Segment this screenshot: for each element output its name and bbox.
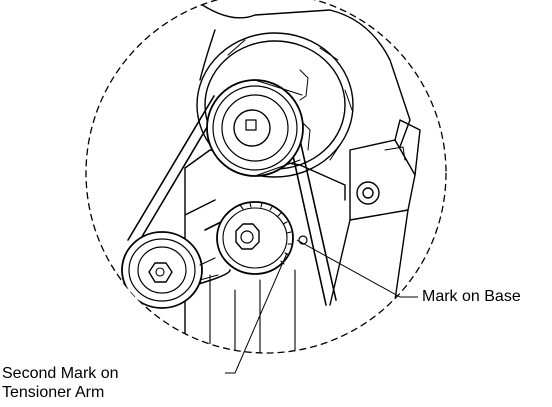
callout-second-mark-tensioner-arm: Second Mark on Tensioner Arm — [2, 364, 119, 402]
motor-pulley — [206, 79, 304, 177]
callout-second-mark-line2: Tensioner Arm — [2, 384, 105, 401]
callout-mark-on-base: Mark on Base — [422, 287, 521, 306]
tensioner-base-bracket — [329, 119, 421, 306]
detail-boundary-circle — [85, 0, 447, 354]
callout-second-mark-line1: Second Mark on — [2, 365, 119, 382]
callout-leaders — [225, 239, 418, 374]
callout-mark-on-base-text: Mark on Base — [422, 288, 521, 305]
tensioner-pulley — [216, 201, 308, 275]
leader-second-mark — [225, 252, 288, 374]
idler-pulley — [121, 231, 219, 309]
pulley-hub-nut — [235, 223, 260, 250]
leader-mark-on-base — [296, 239, 418, 298]
